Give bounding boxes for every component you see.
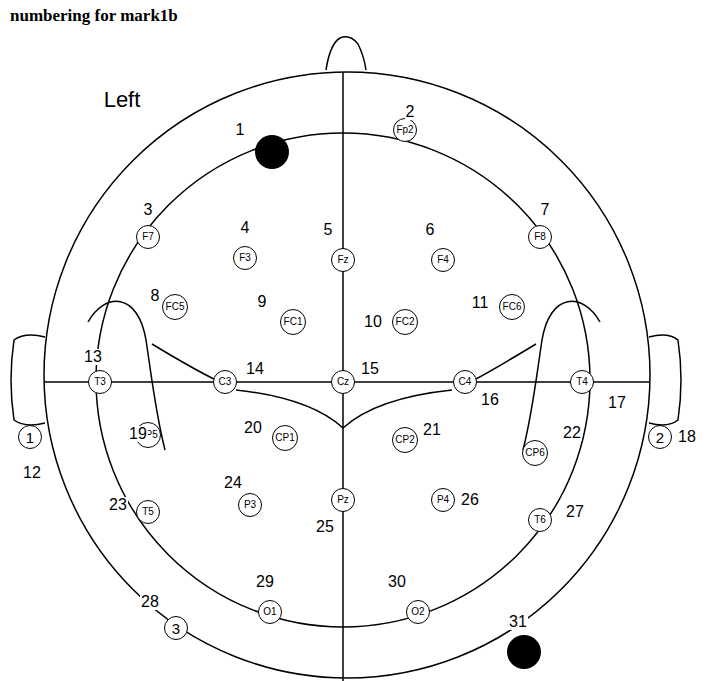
callout-number: 4 (240, 220, 251, 236)
electrode-label: FC1 (284, 317, 303, 327)
callout-number: 9 (257, 294, 268, 310)
electrode-label: CP2 (395, 435, 414, 445)
callout-number: 28 (140, 594, 160, 610)
callout-number: 2 (405, 104, 416, 120)
electrode-circle: P3 (238, 493, 262, 517)
electrode-label: CP6 (525, 448, 544, 458)
right-ear (649, 335, 681, 425)
electrode-circle: T3 (88, 370, 112, 394)
electrode-circle: CP2 (392, 427, 418, 453)
electrode-circle: Fz (331, 248, 355, 272)
right-arc (523, 301, 600, 450)
callout-number: 1 (235, 122, 246, 138)
callout-number: 24 (223, 475, 243, 491)
callout-number: 23 (108, 497, 128, 513)
callout-number: 26 (460, 492, 480, 508)
left-ear (11, 335, 45, 425)
callout-number: 13 (83, 349, 103, 365)
title: numbering for mark1b (10, 6, 178, 26)
electrode-label: FC2 (396, 317, 415, 327)
callout-number: 27 (565, 504, 585, 520)
callout-number: 18 (677, 429, 697, 445)
right-curve (474, 344, 536, 380)
electrode-label: F3 (239, 253, 251, 263)
electrode-circle: Cz (331, 370, 355, 394)
ear-electrode: 2 (648, 425, 672, 449)
callout-number: 7 (540, 202, 551, 218)
electrode-label: P3 (244, 500, 256, 510)
reference-dot (255, 135, 289, 169)
callout-number: 15 (360, 361, 380, 377)
electrode-label: C4 (459, 377, 472, 387)
electrode-label: C3 (219, 377, 232, 387)
callout-number: 19 (128, 426, 148, 442)
side-label: Left (103, 89, 142, 111)
electrode-circle: F3 (233, 246, 257, 270)
electrode-circle: FC1 (280, 309, 306, 335)
electrode-label: T5 (142, 507, 154, 517)
electrode-circle: CP6 (522, 440, 548, 466)
electrode-circle: F4 (431, 248, 455, 272)
head-circle (44, 72, 650, 678)
electrode-circle: FC2 (392, 309, 418, 335)
electrode-label: F7 (142, 232, 154, 242)
electrode-circle: O2 (406, 600, 430, 624)
electrode-circle: C4 (453, 370, 477, 394)
left-curve (152, 344, 216, 380)
electrode-label: F8 (534, 232, 546, 242)
callout-number: 21 (422, 422, 442, 438)
callout-number: 29 (255, 574, 275, 590)
electrode-label: CP1 (275, 433, 294, 443)
callout-number: 5 (323, 222, 334, 238)
reference-dot (507, 635, 541, 669)
electrode-circle: FC6 (499, 294, 525, 320)
electrode-circle: T5 (136, 500, 160, 524)
electrode-label: T3 (94, 377, 106, 387)
electrode-label: Pz (337, 495, 349, 505)
callout-number: 22 (562, 425, 582, 441)
ear-electrode: 3 (164, 616, 188, 640)
electrode-circle: Fp2 (393, 118, 417, 142)
callout-number: 12 (22, 465, 42, 481)
electrode-circle: FC5 (162, 294, 188, 320)
callout-number: 30 (387, 574, 407, 590)
callout-number: 17 (607, 395, 627, 411)
electrode-label: Fp2 (396, 125, 413, 135)
electrode-circle: P4 (431, 488, 455, 512)
electrode-circle: Pz (331, 488, 355, 512)
callout-number: 20 (243, 420, 263, 436)
electrode-circle: T6 (528, 508, 552, 532)
electrode-label: FC6 (503, 302, 522, 312)
electrode-label: P4 (437, 495, 449, 505)
electrode-label: 3 (172, 621, 180, 636)
electrode-label: Cz (337, 377, 349, 387)
callout-number: 25 (315, 519, 335, 535)
callout-number: 16 (480, 392, 500, 408)
electrode-circle: F8 (528, 225, 552, 249)
nose (326, 37, 366, 70)
electrode-label: Fz (337, 255, 348, 265)
electrode-circle: F7 (136, 225, 160, 249)
electrode-label: T4 (576, 377, 588, 387)
callout-number: 31 (508, 614, 528, 630)
callout-number: 14 (245, 361, 265, 377)
electrode-label: O2 (411, 607, 424, 617)
electrode-label: O1 (263, 607, 276, 617)
electrode-circle: CP1 (272, 425, 298, 451)
electrode-label: 2 (656, 430, 664, 445)
ear-electrode: 1 (18, 425, 42, 449)
electrode-circle: O1 (258, 600, 282, 624)
left-arc (88, 301, 165, 450)
callout-number: 10 (363, 314, 383, 330)
callout-number: 8 (150, 288, 161, 304)
electrode-label: FC5 (166, 302, 185, 312)
callout-number: 11 (471, 295, 490, 311)
callout-number: 3 (143, 202, 154, 218)
callout-number: 6 (425, 222, 436, 238)
electrode-circle: C3 (213, 370, 237, 394)
electrode-label: 1 (26, 430, 34, 445)
electrode-label: T6 (534, 515, 546, 525)
electrode-label: F4 (437, 255, 449, 265)
electrode-circle: T4 (570, 370, 594, 394)
